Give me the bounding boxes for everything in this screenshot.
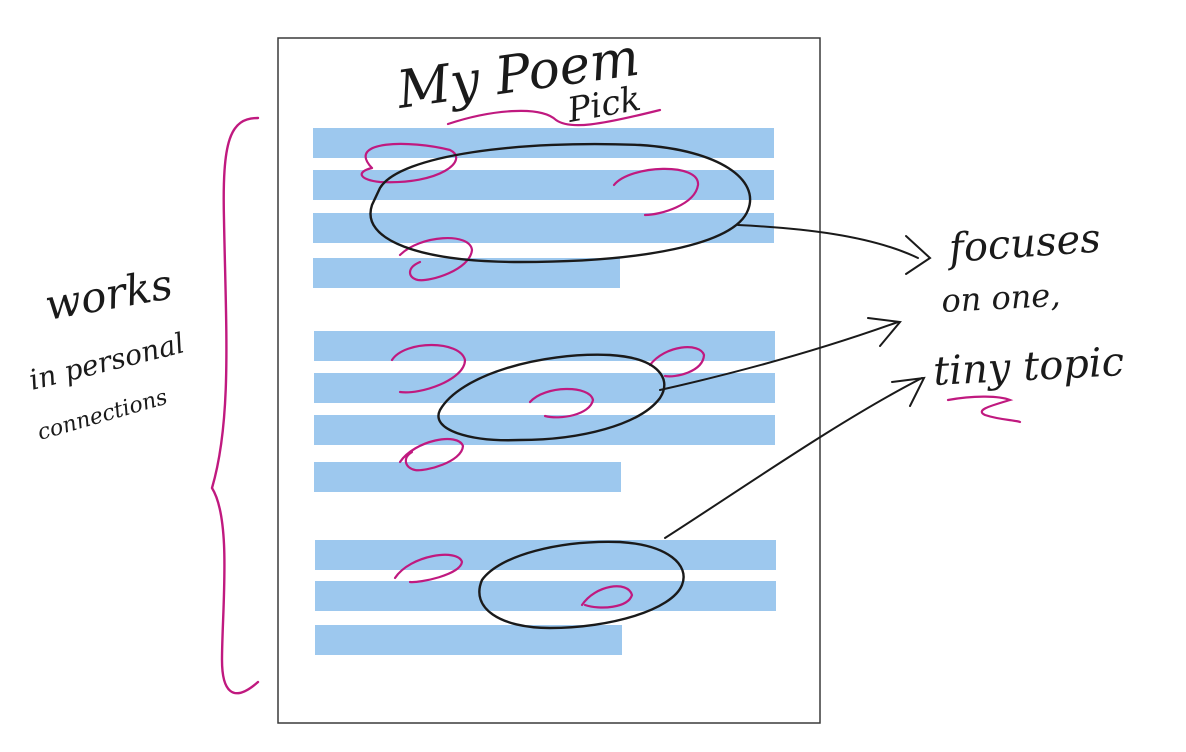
magenta-scribbles [360, 142, 706, 609]
right-note-line-3: tiny topic [932, 339, 1125, 395]
scribble-loop [612, 167, 700, 217]
title-underline [446, 108, 662, 127]
tiny-underline [946, 395, 1022, 424]
scribble-loop [398, 237, 474, 282]
scribble-loop [393, 553, 464, 584]
left-brace [210, 116, 260, 695]
arrow-head [867, 317, 902, 347]
connector-arrows [659, 224, 932, 539]
scribble-loop [390, 343, 467, 394]
arrow-head [905, 235, 932, 275]
right-note: focuses on one, tiny topic [932, 215, 1125, 394]
text-line-bar [314, 462, 621, 492]
stanza-1 [313, 128, 774, 288]
topic-circles [369, 142, 752, 630]
text-line-bar [313, 213, 774, 243]
text-line-bar [313, 128, 774, 158]
scribble-loop [398, 438, 465, 472]
scribble-loop [528, 387, 595, 419]
arrow-line [737, 224, 919, 259]
text-line-bar [315, 581, 776, 611]
left-note: works in personal connections [26, 259, 188, 445]
right-note-line-1: focuses [944, 215, 1102, 272]
stanza-2 [314, 331, 775, 492]
scribble-loop [580, 585, 634, 609]
text-line-bar [315, 625, 622, 655]
scribble-loop [360, 142, 458, 184]
left-note-line-1: works [41, 259, 176, 330]
arrow-head [891, 376, 926, 407]
right-note-line-2: on one, [940, 276, 1061, 320]
text-line-bar [314, 373, 775, 403]
stanza-3 [315, 540, 776, 655]
text-line-bar [314, 415, 775, 445]
text-line-bar [315, 540, 776, 570]
text-line-bar [314, 331, 775, 361]
left-note-line-3: connections [35, 385, 171, 446]
arrow-line [659, 321, 899, 391]
topic-circle [369, 142, 752, 264]
topic-circle [478, 540, 685, 630]
topic-circle [437, 353, 666, 442]
arrow-line [664, 377, 923, 539]
scribble-loop [648, 346, 706, 378]
